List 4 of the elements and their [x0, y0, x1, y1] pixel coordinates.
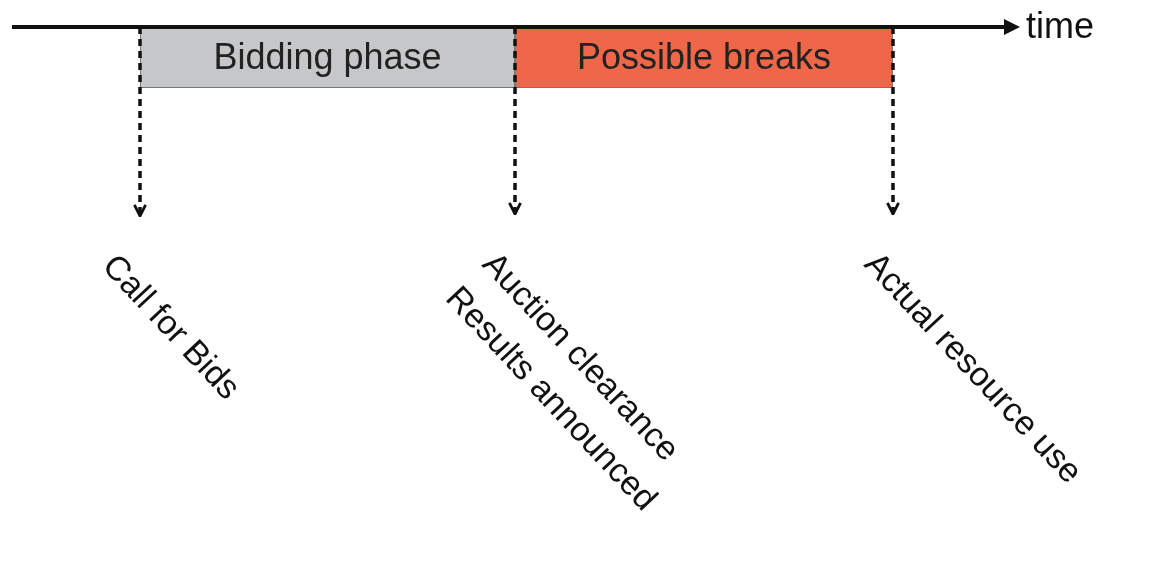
dashed-arrow	[886, 27, 900, 216]
dashed-arrow	[508, 27, 522, 216]
dashed-arrow	[133, 27, 147, 218]
axis-label: time	[1026, 8, 1094, 44]
